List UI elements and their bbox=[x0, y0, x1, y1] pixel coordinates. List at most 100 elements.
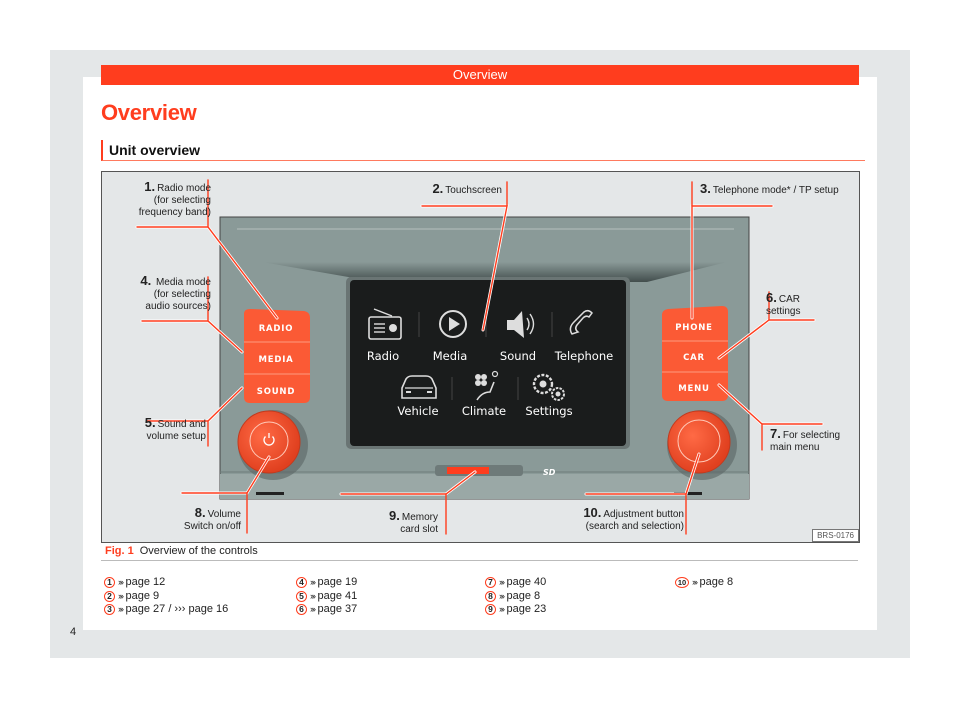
reference-item[interactable]: 7›››page 40 bbox=[485, 576, 546, 590]
chevron-icon: ››› bbox=[118, 577, 124, 587]
callout-4: 4. Media mode (for selecting audio sourc… bbox=[140, 274, 211, 313]
callout-text: main menu bbox=[770, 442, 820, 453]
callout-number: 7. bbox=[770, 426, 781, 441]
figure-code: BRS-0176 bbox=[812, 529, 859, 542]
chevron-icon: ››› bbox=[118, 590, 124, 601]
callout-10: 10.Adjustment button (search and selecti… bbox=[583, 505, 684, 533]
callout-text: card slot bbox=[400, 524, 438, 535]
page-link[interactable]: page 19 bbox=[317, 576, 358, 588]
sound-button-label: SOUND bbox=[257, 387, 295, 397]
leader-lines bbox=[135, 179, 824, 535]
callout-number: 1. bbox=[144, 179, 156, 194]
section-title: Unit overview bbox=[101, 140, 865, 161]
chevron-icon: ››› bbox=[692, 577, 698, 587]
page-link[interactable]: page 27 / ››› page 16 bbox=[125, 603, 229, 615]
page-link[interactable]: page 8 bbox=[506, 589, 541, 602]
car-button[interactable]: CAR bbox=[683, 353, 705, 363]
callout-text: volume setup bbox=[146, 431, 206, 442]
callout-1: 1.Radio mode (for selecting frequency ba… bbox=[139, 179, 211, 219]
reference-item[interactable]: 8›››page 8 bbox=[485, 590, 546, 604]
media-button[interactable]: MEDIA bbox=[258, 355, 293, 365]
chevron-icon: ››› bbox=[310, 604, 316, 614]
callout-9: 9.Memory card slot bbox=[389, 508, 438, 536]
callout-text: Switch on/off bbox=[183, 521, 241, 532]
menu-button-label: MENU bbox=[678, 384, 709, 394]
callout-text: (for selecting bbox=[153, 289, 211, 300]
right-button-cluster bbox=[662, 306, 728, 401]
climate-seat-icon[interactable] bbox=[475, 370, 499, 401]
page-link[interactable]: page 12 bbox=[125, 576, 166, 588]
chevron-icon: ››› bbox=[310, 590, 316, 601]
callout-text: settings bbox=[766, 306, 801, 317]
callout-number: 9. bbox=[389, 508, 400, 523]
callout-number-badge: 5 bbox=[296, 591, 307, 602]
unit-illustration: Radio Media Sound Telephone Vehicle C bbox=[135, 179, 824, 535]
callout-number-badge: 9 bbox=[485, 604, 496, 616]
callout-text: CAR bbox=[778, 294, 800, 305]
figure-unit-overview: Radio Media Sound Telephone Vehicle C bbox=[101, 171, 860, 543]
volume-knob[interactable] bbox=[237, 410, 308, 480]
callout-text: For selecting bbox=[782, 430, 841, 441]
callout-text: Touchscreen bbox=[445, 185, 502, 196]
reference-item[interactable]: 4›››page 19 bbox=[296, 576, 357, 590]
callout-7: 7.For selecting main menu bbox=[770, 426, 841, 454]
car-button-label: CAR bbox=[683, 353, 705, 363]
sound-button[interactable]: SOUND bbox=[257, 387, 295, 397]
callout-3: 3.Telephone mode* / TP setup bbox=[700, 182, 839, 197]
phone-handset-icon[interactable] bbox=[569, 309, 593, 335]
callout-text: audio sources) bbox=[145, 301, 211, 312]
reference-column-4: 10›››page 8 bbox=[675, 576, 733, 590]
memory-card-slot[interactable] bbox=[447, 467, 489, 474]
radio-button[interactable]: RADIO bbox=[259, 324, 294, 334]
reference-item[interactable]: 6›››page 37 bbox=[296, 603, 357, 617]
power-icon bbox=[263, 433, 275, 446]
page-link[interactable]: page 9 bbox=[125, 589, 160, 602]
reference-item[interactable]: 9›››page 23 bbox=[485, 603, 546, 617]
menu-button[interactable]: MENU bbox=[678, 384, 709, 394]
reference-column-2: 4›››page 19 5›››page 41 6›››page 37 bbox=[296, 576, 357, 617]
adjustment-knob[interactable] bbox=[667, 410, 737, 480]
callout-text: Sound and bbox=[157, 419, 206, 430]
page-number: 4 bbox=[70, 626, 77, 638]
page-title: Overview bbox=[101, 100, 197, 125]
left-button-cluster bbox=[244, 309, 310, 403]
callout-number: 10. bbox=[583, 505, 602, 520]
reference-item[interactable]: 1›››page 12 bbox=[104, 576, 228, 590]
callout-number-badge: 7 bbox=[485, 577, 496, 589]
screen-label-media: Media bbox=[433, 349, 468, 363]
reference-item[interactable]: 10›››page 8 bbox=[675, 576, 733, 590]
play-icon[interactable] bbox=[439, 310, 467, 338]
car-icon[interactable] bbox=[401, 375, 437, 399]
radio-icon[interactable] bbox=[368, 308, 402, 340]
page-link[interactable]: page 8 bbox=[699, 576, 734, 588]
callout-text: Telephone mode* / TP setup bbox=[712, 185, 839, 196]
reference-item[interactable]: 2›››page 9 bbox=[104, 590, 228, 604]
caption-text: Overview of the controls bbox=[139, 545, 258, 557]
reference-column-1: 1›››page 12 2›››page 9 3›››page 27 / ›››… bbox=[104, 576, 228, 617]
page-link[interactable]: page 37 bbox=[317, 603, 358, 615]
chevron-icon: ››› bbox=[310, 577, 316, 587]
callout-number-badge: 6 bbox=[296, 604, 307, 616]
phone-button-label: PHONE bbox=[675, 323, 713, 333]
screen-label-climate: Climate bbox=[462, 404, 506, 418]
screen-label-vehicle: Vehicle bbox=[397, 404, 438, 418]
callout-number-badge: 10 bbox=[675, 577, 689, 589]
page-link[interactable]: page 41 bbox=[317, 589, 358, 602]
callout-number-badge: 8 bbox=[485, 591, 496, 602]
callout-text: (for selecting bbox=[153, 195, 211, 206]
chevron-icon: ››› bbox=[499, 590, 505, 601]
speaker-icon[interactable] bbox=[507, 311, 535, 338]
page-link[interactable]: page 40 bbox=[506, 576, 547, 588]
reference-item[interactable]: 3›››page 27 / ››› page 16 bbox=[104, 603, 228, 617]
callout-text: Adjustment button bbox=[603, 509, 684, 520]
callout-2: 2.Touchscreen bbox=[432, 181, 502, 197]
phone-button[interactable]: PHONE bbox=[675, 323, 713, 333]
screen-label-sound: Sound bbox=[500, 349, 536, 363]
callout-number: 2. bbox=[432, 181, 444, 196]
gears-icon[interactable] bbox=[532, 373, 565, 401]
callout-5: 5.Sound and volume setup bbox=[144, 415, 206, 443]
page-link[interactable]: page 23 bbox=[506, 603, 547, 615]
reference-item[interactable]: 5›››page 41 bbox=[296, 590, 357, 604]
callout-number-badge: 2 bbox=[104, 591, 115, 602]
callout-number: 5. bbox=[144, 415, 156, 430]
